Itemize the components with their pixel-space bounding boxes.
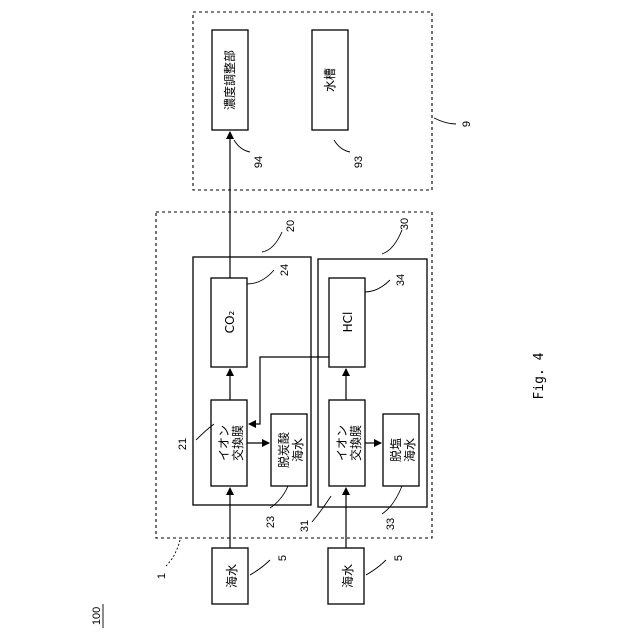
ref-33: 33 (385, 518, 397, 530)
leader-30 (382, 230, 402, 254)
concentration-adjuster-label: 濃度調整部 (222, 50, 237, 110)
ref-30: 30 (399, 218, 411, 230)
leader-9 (434, 118, 456, 124)
ref-100: 100 (91, 607, 103, 625)
desalt-label-2: 海水 (402, 438, 417, 462)
leader-94 (234, 140, 250, 152)
ref-34: 34 (395, 274, 407, 286)
leader-93 (334, 140, 350, 152)
ref-31: 31 (299, 520, 311, 532)
ion-membrane-b-label-2: 交換膜 (348, 425, 363, 461)
desalt-label-1: 脱塩 (388, 438, 403, 462)
ref-5a: 5 (277, 555, 289, 561)
decarb-label-2: 海水 (290, 438, 305, 462)
ref-23: 23 (265, 516, 277, 528)
seawater-b-label: 海水 (340, 564, 355, 588)
leader-5a (250, 560, 270, 575)
ion-membrane-a-label-2: 交換膜 (230, 425, 245, 461)
ref-1: 1 (156, 573, 168, 579)
ref-9: 9 (461, 121, 473, 127)
ion-membrane-a-label-1: イオン (217, 425, 231, 461)
leader-5b (366, 560, 386, 575)
ref-24: 24 (279, 264, 291, 276)
co2-label: CO₂ (223, 310, 237, 333)
ref-21: 21 (177, 438, 189, 450)
hcl-label: HCl (341, 312, 355, 333)
leader-20 (262, 232, 282, 252)
ref-5b: 5 (393, 555, 405, 561)
leader-1 (166, 540, 180, 566)
ref-94: 94 (253, 156, 265, 168)
seawater-a-label: 海水 (224, 564, 239, 588)
ref-20: 20 (285, 220, 297, 232)
figure-caption: Fig. 4 (532, 352, 547, 399)
ion-membrane-b-label-1: イオン (335, 425, 349, 461)
water-tank-label: 水槽 (323, 68, 337, 92)
ref-93: 93 (353, 156, 365, 168)
decarb-label-1: 脱炭酸 (276, 432, 291, 468)
